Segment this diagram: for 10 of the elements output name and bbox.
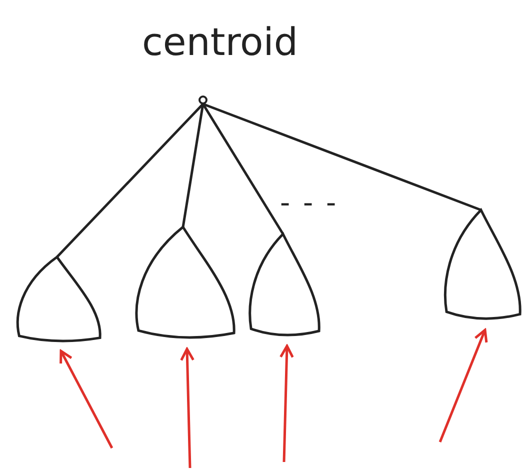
branch-line	[202, 102, 482, 212]
ellipsis-label: - - -	[280, 186, 338, 219]
branch-line	[56, 103, 204, 258]
arrow	[279, 344, 294, 462]
node-title: centroid	[141, 20, 299, 64]
arrow	[438, 328, 488, 442]
arrow	[180, 348, 195, 468]
arrow	[60, 350, 114, 449]
branch-line	[202, 103, 284, 235]
branch-line	[182, 104, 204, 228]
